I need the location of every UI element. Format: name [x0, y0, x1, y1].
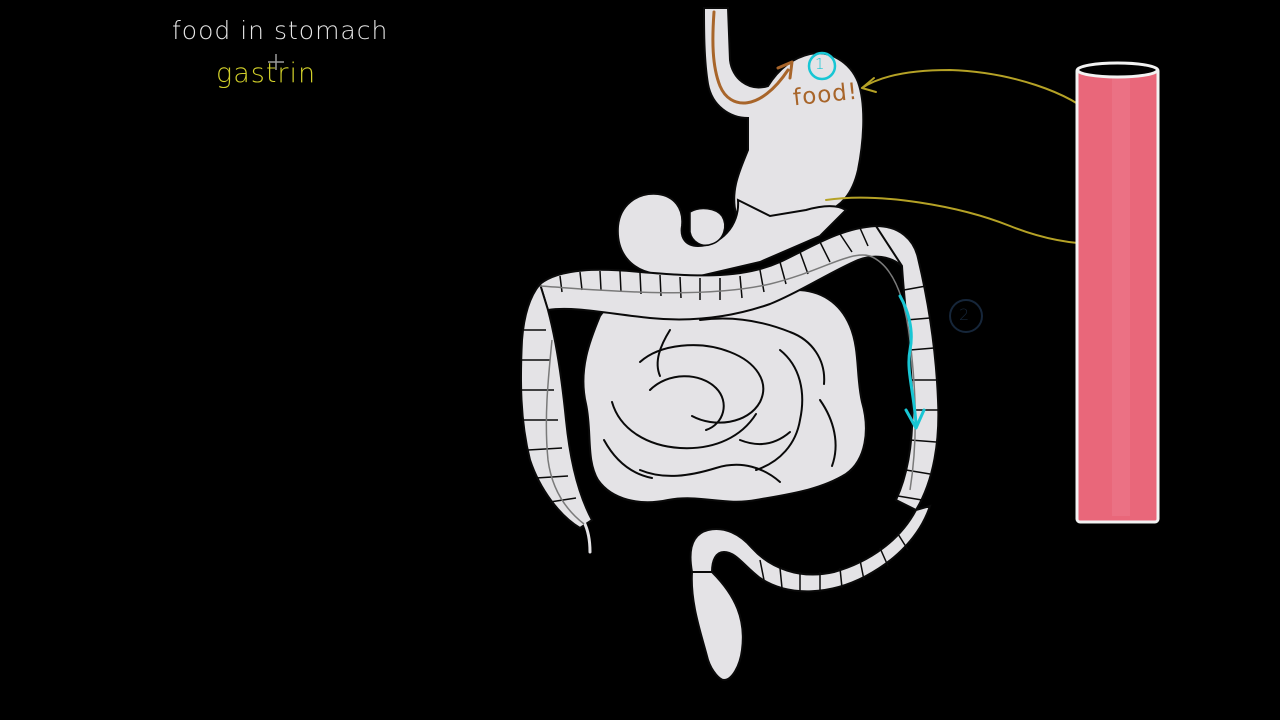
colon-taenia-stripe-left — [545, 339, 585, 525]
small-intestine-coils — [603, 317, 837, 483]
blood-tube — [1075, 61, 1160, 524]
food-path-arrow — [711, 10, 794, 105]
esophagus — [702, 7, 865, 222]
cursor-crosshair-icon — [268, 54, 284, 70]
step-two-label: 2 — [959, 305, 971, 324]
ascending-colon — [519, 281, 594, 530]
note-food-in-stomach: food in stomach — [172, 16, 389, 45]
cyan-flow-arrow — [898, 294, 926, 430]
step-one-label: 1 — [815, 55, 826, 73]
descending-colon — [874, 224, 940, 512]
stomach — [616, 192, 848, 278]
step-two-circle — [949, 299, 983, 333]
colon-haustra — [522, 227, 938, 592]
appendix — [582, 520, 592, 554]
duodenum — [689, 207, 726, 246]
sigmoid-colon — [689, 504, 932, 593]
yellow-arrow-to-stomach — [861, 69, 1097, 119]
colon-taenia-stripe — [539, 254, 917, 491]
rectum — [690, 571, 744, 682]
step-one-circle — [807, 51, 837, 81]
note-gastrin: gastrin — [216, 58, 317, 89]
